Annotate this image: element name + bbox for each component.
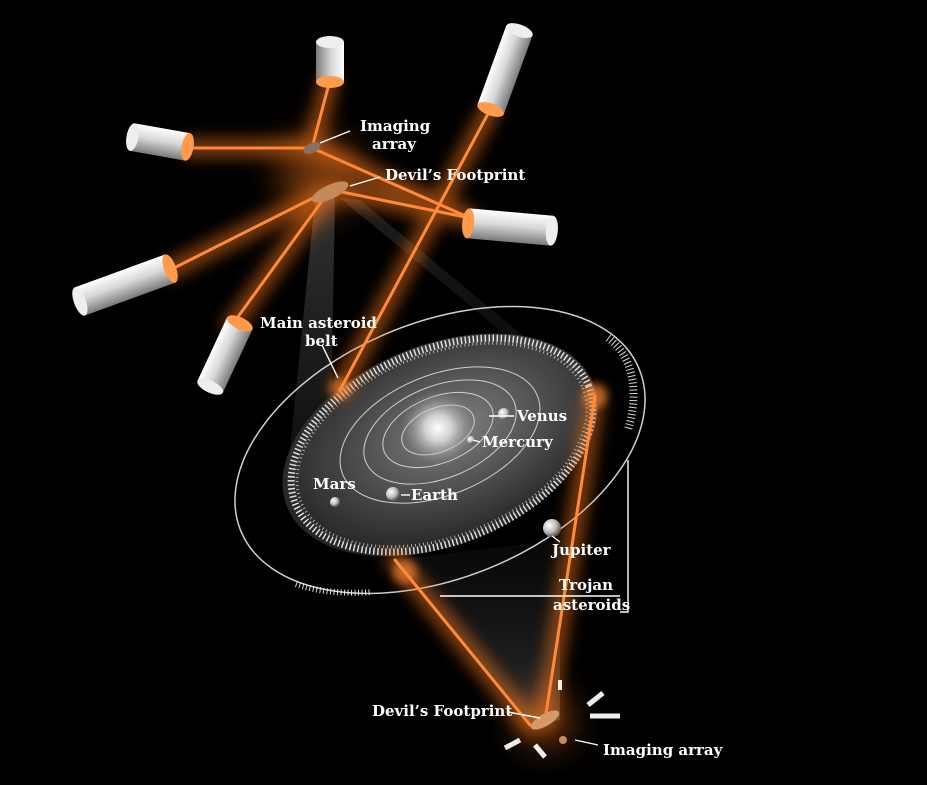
jupiter-label: Jupiter: [550, 541, 612, 559]
devils-footprint-bottom-label: Devil’s Footprint: [372, 702, 512, 720]
venus-planet: [498, 408, 510, 420]
bottom-light-cone: [395, 540, 560, 725]
earth-planet: [386, 487, 400, 501]
mars-label: Mars: [313, 475, 356, 493]
trojan-asteroids-label-2: asteroids: [553, 596, 630, 614]
mercury-label: Mercury: [482, 433, 554, 451]
devils-footprint-top-label: Devil’s Footprint: [385, 166, 525, 184]
imaging-array-top-label-2: array: [372, 135, 417, 153]
earth-label: Earth: [411, 486, 458, 504]
sun: [400, 390, 476, 466]
inner-solar-disc: [282, 333, 598, 557]
top-imaging-array: [303, 142, 321, 154]
mercury-planet: [467, 436, 475, 444]
trojan-asteroids-label: Trojan: [559, 576, 613, 594]
top-devils-footprint: [311, 181, 349, 203]
main-asteroid-belt-label: Main asteroid: [260, 314, 377, 332]
mars-planet: [330, 497, 340, 507]
laser-cylinders-top: [72, 23, 558, 395]
jupiter-planet: [543, 519, 561, 537]
leader-lines: [319, 130, 629, 746]
jupiter-orbit: [234, 305, 646, 595]
venus-label: Venus: [516, 407, 567, 425]
imaging-array-top-label: Imaging: [360, 117, 431, 135]
trojan-asteroids: [294, 334, 638, 596]
laser-beams: [161, 71, 607, 746]
imaging-array-bottom-label: Imaging array: [603, 741, 724, 759]
main-asteroid-belt-label-2: belt: [305, 332, 338, 350]
bottom-station: [503, 680, 620, 759]
